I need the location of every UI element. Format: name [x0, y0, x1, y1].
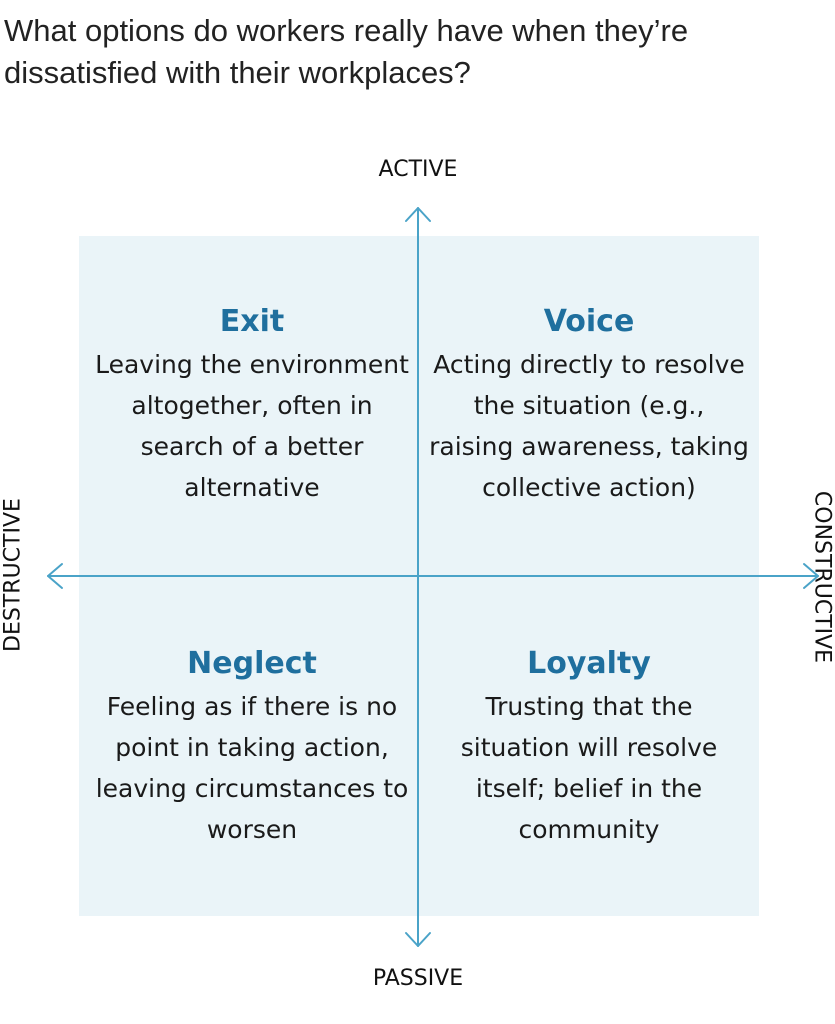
quadrant-exit-title: Exit [219, 304, 285, 339]
axis-label-destructive: DESTRUCTIVE [0, 498, 26, 652]
arrow-left-icon [47, 563, 63, 589]
axis-label-passive: PASSIVE [372, 966, 464, 991]
quadrant-voice-description: Acting directly to resolve the situation… [429, 350, 749, 502]
arrow-right-icon [803, 563, 819, 589]
arrow-up-icon [405, 207, 431, 222]
quadrant-voice-title: Voice [543, 304, 635, 339]
axis-label-constructive: CONSTRUCTIVE [809, 490, 835, 664]
quadrant-neglect: Neglect Feeling as if there is no point … [92, 644, 412, 850]
quadrant-exit: Exit Leaving the environment altogether,… [92, 302, 412, 508]
axis-label-active: ACTIVE [378, 157, 458, 182]
quadrant-neglect-description: Feeling as if there is no point in takin… [95, 692, 409, 844]
quadrant-exit-description: Leaving the environment altogether, ofte… [95, 350, 409, 502]
arrow-down-icon [405, 932, 431, 947]
page-title: What options do workers really have when… [4, 13, 689, 90]
quadrant-neglect-title: Neglect [187, 646, 317, 681]
quadrant-loyalty: Loyalty Trusting that the situation will… [429, 644, 749, 850]
quadrant-loyalty-title: Loyalty [527, 646, 651, 681]
quadrant-loyalty-description: Trusting that the situation will resolve… [460, 692, 718, 844]
quadrant-voice: Voice Acting directly to resolve the sit… [429, 302, 749, 508]
